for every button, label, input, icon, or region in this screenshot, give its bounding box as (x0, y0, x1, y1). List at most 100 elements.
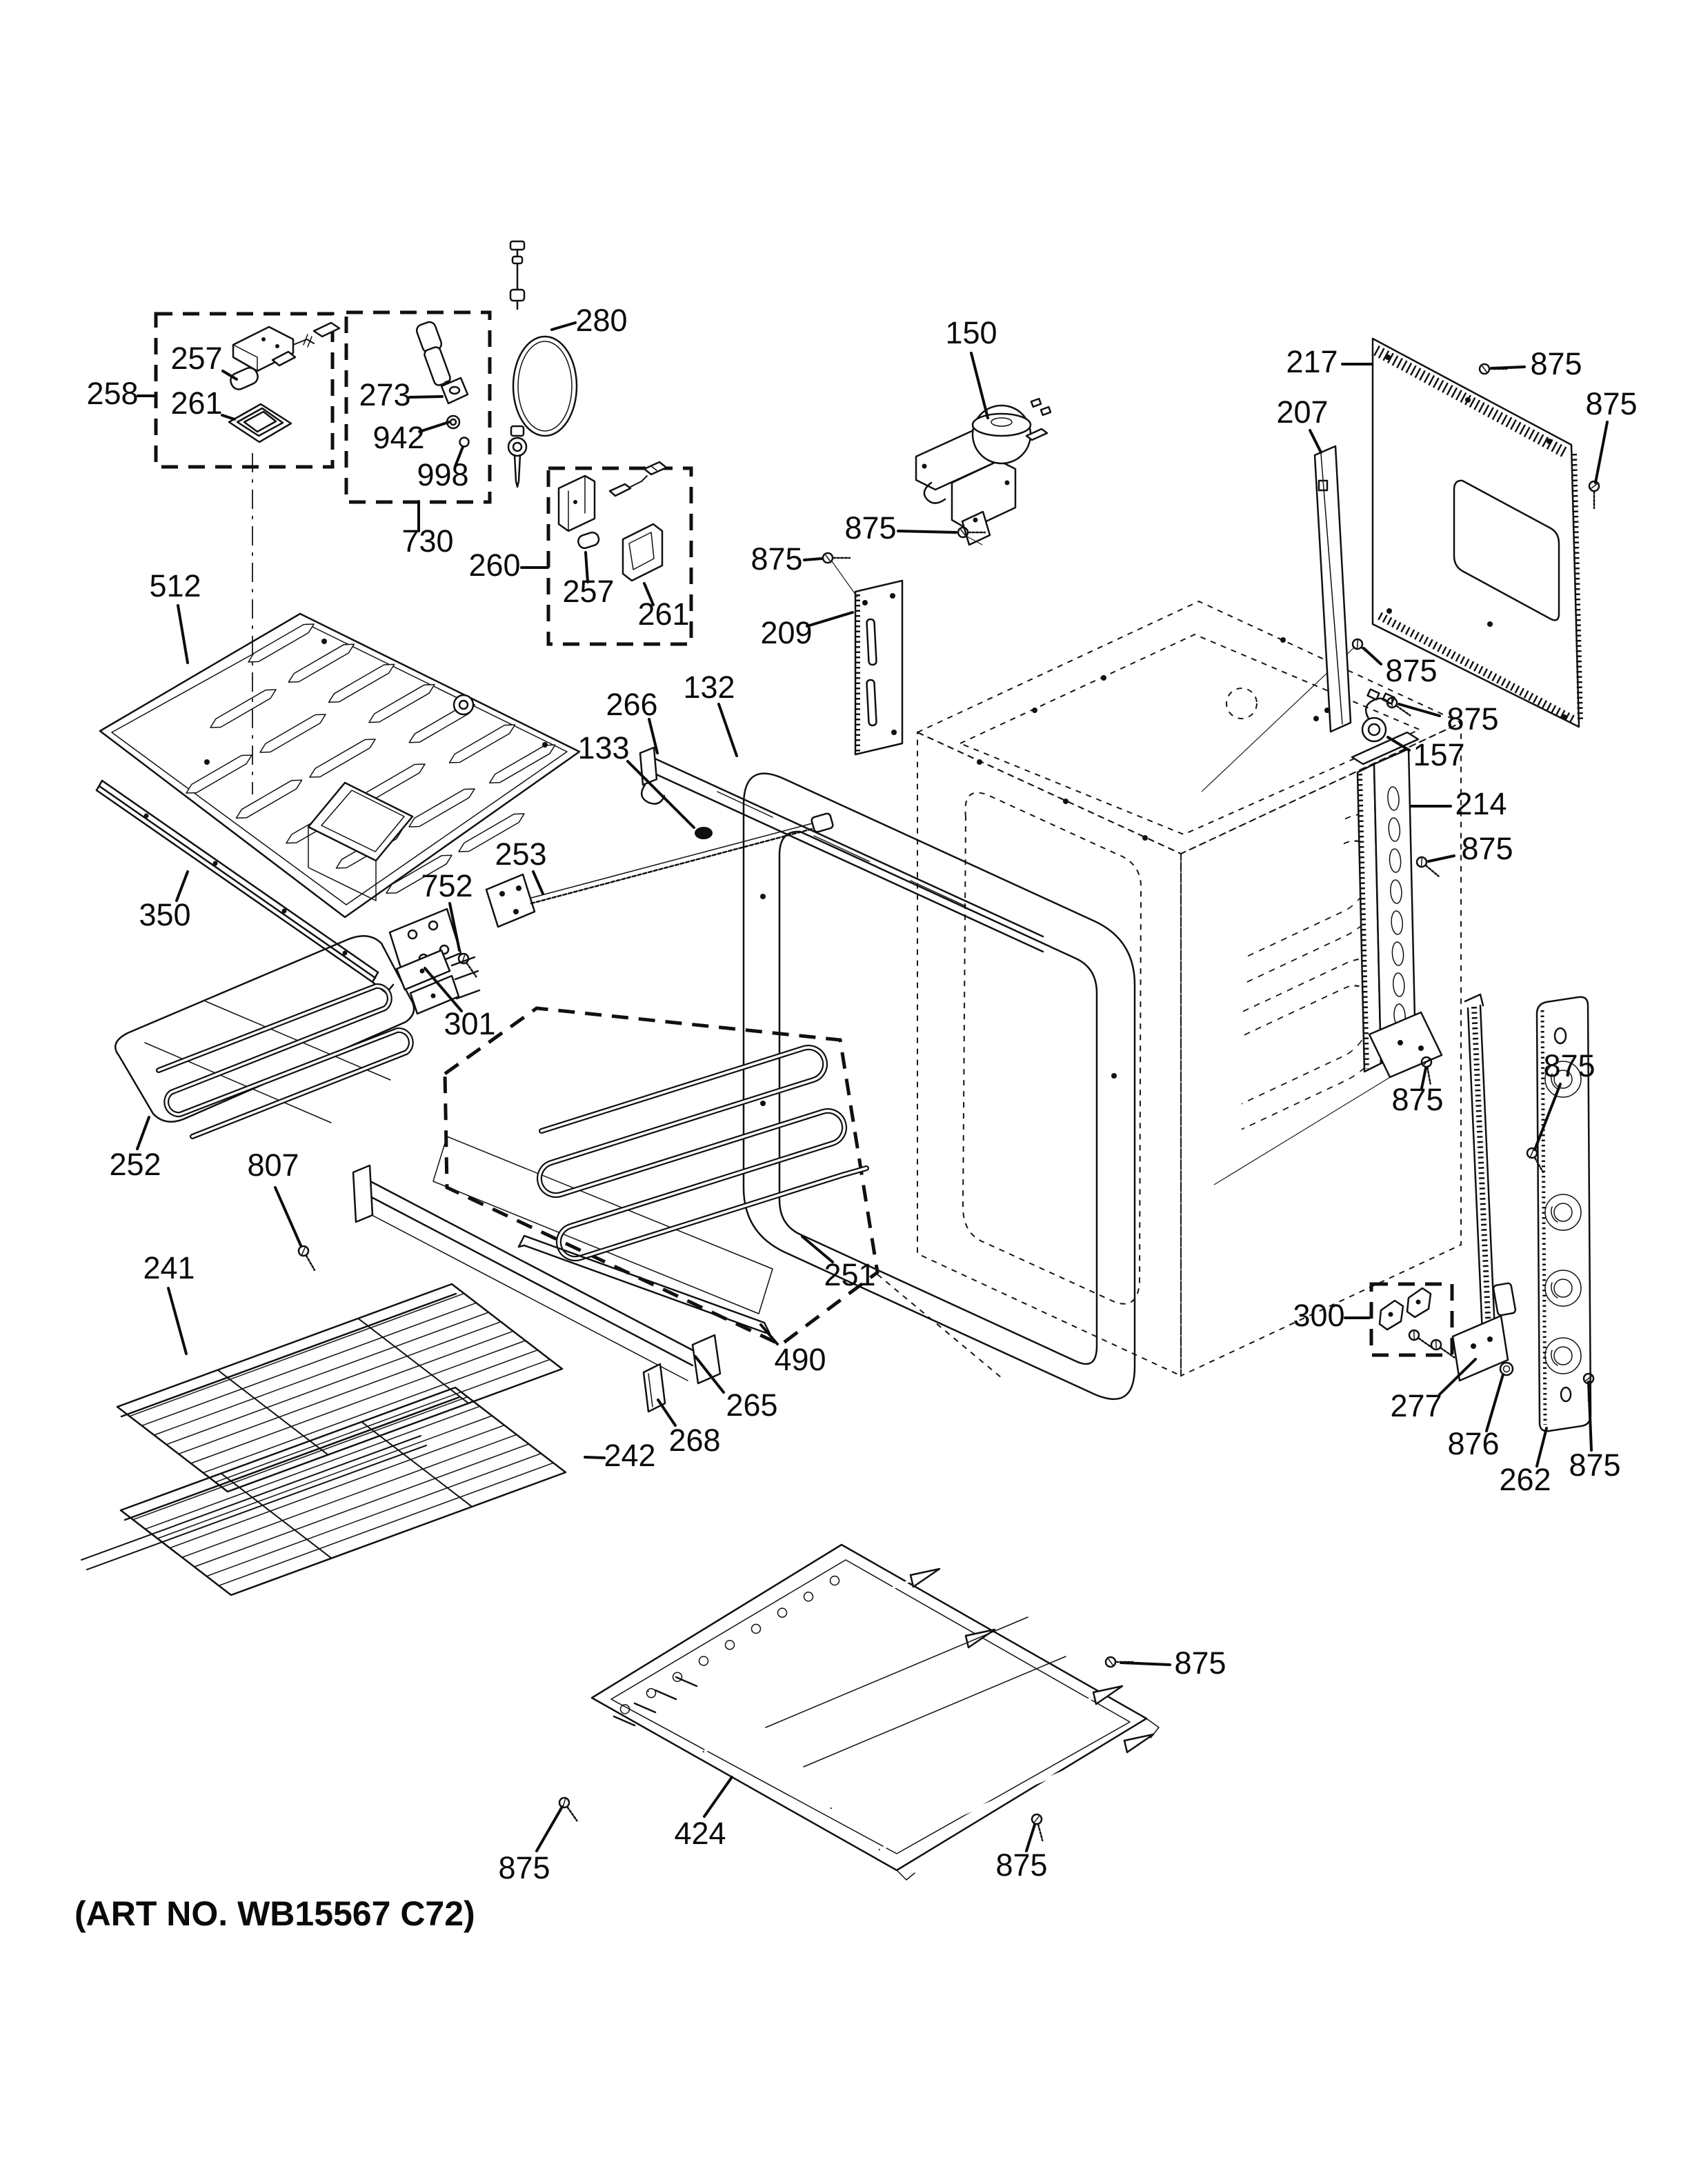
callout-leader-242-46 (584, 1456, 606, 1459)
callout-label-257-9: 257 (562, 574, 614, 609)
panel-hole (698, 1656, 709, 1666)
callout-label-252-39: 252 (109, 1147, 161, 1182)
callout-label-241-42: 241 (143, 1250, 195, 1285)
panel-slot (675, 1676, 698, 1687)
callout-label-807-41: 807 (247, 1148, 299, 1183)
rack-wire (166, 1321, 501, 1445)
panel-rail-core (879, 1744, 1127, 1850)
callout-leader-257-0 (221, 370, 238, 381)
callout-label-277-27: 277 (1390, 1388, 1442, 1423)
callout-leader-268-45 (657, 1399, 677, 1427)
rack-support-column-214 (1351, 731, 1443, 1085)
panel-rib (803, 1656, 1066, 1767)
grommet-133 (695, 827, 713, 839)
callout-label-424-47: 424 (674, 1816, 726, 1851)
vent-slot (368, 683, 435, 723)
rack-wire (141, 1302, 477, 1427)
callout-leader-266-34 (648, 718, 659, 754)
column-slot (1388, 817, 1401, 842)
callout-leader-132-35 (717, 703, 738, 757)
panel-hole (672, 1672, 683, 1683)
vent-slot (235, 779, 303, 819)
callout-label-875-14: 875 (844, 510, 896, 545)
callout-label-875-25: 875 (1543, 1048, 1595, 1083)
panel-rib (765, 1616, 1028, 1728)
callout-leader-265-44 (694, 1355, 725, 1394)
trim-strip-207 (1313, 445, 1414, 733)
emboss-ring (1544, 1337, 1582, 1374)
callout-label-217-15: 217 (1286, 344, 1338, 379)
callout-leader-262-29 (1535, 1427, 1548, 1467)
panel-rail-core (831, 1696, 1096, 1809)
emboss-shadow (1551, 1073, 1558, 1090)
rack-pullout-rail (81, 1435, 421, 1561)
vent-slots (186, 623, 556, 894)
oven-sensor-253 (485, 812, 834, 928)
oven-rack-242 (81, 1386, 567, 1596)
rack-slide-rail (123, 1396, 461, 1521)
panel-hole (777, 1607, 788, 1618)
callout-leader-257-9 (584, 551, 589, 583)
panel-rail-core (648, 1579, 913, 1692)
callout-leader-875-25 (1533, 1083, 1562, 1151)
callout-leader-875-30 (1587, 1381, 1593, 1452)
callout-leader-875-19 (1362, 647, 1382, 665)
column-slot (1391, 941, 1404, 966)
callout-leader-512-31 (177, 604, 189, 664)
latch-side-panel-262 (1499, 996, 1595, 1432)
panel-slot (613, 1715, 636, 1727)
support-bar-490 (523, 1234, 766, 1324)
rack-wire (181, 1434, 517, 1559)
callout-label-350-32: 350 (139, 897, 190, 932)
art-number: (ART NO. WB15567 C72) (74, 1894, 475, 1933)
vent-slot (309, 739, 376, 778)
panel-hole (646, 1687, 657, 1699)
callout-leader-752-37 (448, 902, 461, 952)
column-slot (1390, 879, 1402, 904)
callout-label-512-31: 512 (149, 568, 201, 603)
callout-label-752-37: 752 (421, 868, 473, 903)
callout-leader-875-17 (1594, 421, 1609, 484)
callout-leader-253-36 (532, 870, 544, 895)
callout-leader-241-42 (167, 1287, 188, 1355)
rack-crossbar (357, 1317, 470, 1404)
callout-leader-807-41 (274, 1186, 302, 1247)
rack-wire (153, 1312, 490, 1436)
panel-embossments (1544, 1061, 1582, 1374)
callout-label-150-13: 150 (945, 315, 997, 350)
rack-crossbar (361, 1421, 473, 1507)
callout-label-258-1: 258 (86, 376, 138, 411)
callout-label-490-43: 490 (774, 1342, 826, 1377)
callout-label-875-17: 875 (1585, 386, 1637, 421)
screw-icon (1406, 1328, 1436, 1353)
callout-label-876-28: 876 (1447, 1426, 1499, 1461)
nut-876 (1499, 1361, 1514, 1376)
callout-leader-252-39 (136, 1116, 150, 1150)
column-slot (1392, 972, 1405, 997)
end-bracket-268 (642, 1363, 666, 1413)
callout-leader-875-16 (1490, 365, 1526, 370)
vent-slot (288, 643, 355, 683)
callout-leader-875-20 (1398, 703, 1441, 717)
emboss-shadow (1551, 1350, 1558, 1366)
callout-leader-207-18 (1309, 429, 1322, 454)
callout-label-132-35: 132 (683, 670, 735, 705)
panel-hole (829, 1575, 840, 1586)
rack-wire (178, 1330, 514, 1455)
callout-leader-301-38 (424, 967, 463, 1012)
rack-border (116, 1283, 564, 1493)
callout-label-265-44: 265 (726, 1387, 777, 1423)
panel-rail-tip (909, 1567, 941, 1588)
vent-slot (248, 623, 315, 663)
callout-leader-875-49 (1120, 1661, 1171, 1666)
callout-leader-490-43 (759, 1323, 779, 1345)
door-lock-motor-150 (915, 397, 1052, 546)
switch-kit-box-260 (546, 461, 693, 646)
callout-leader-261-10 (643, 582, 655, 606)
vent-slot (458, 813, 525, 852)
callout-leader-209-12 (806, 611, 854, 628)
latch-bracket-209 (822, 552, 904, 756)
callout-label-273-3: 273 (359, 377, 410, 412)
callout-leader-277-27 (1438, 1358, 1477, 1396)
